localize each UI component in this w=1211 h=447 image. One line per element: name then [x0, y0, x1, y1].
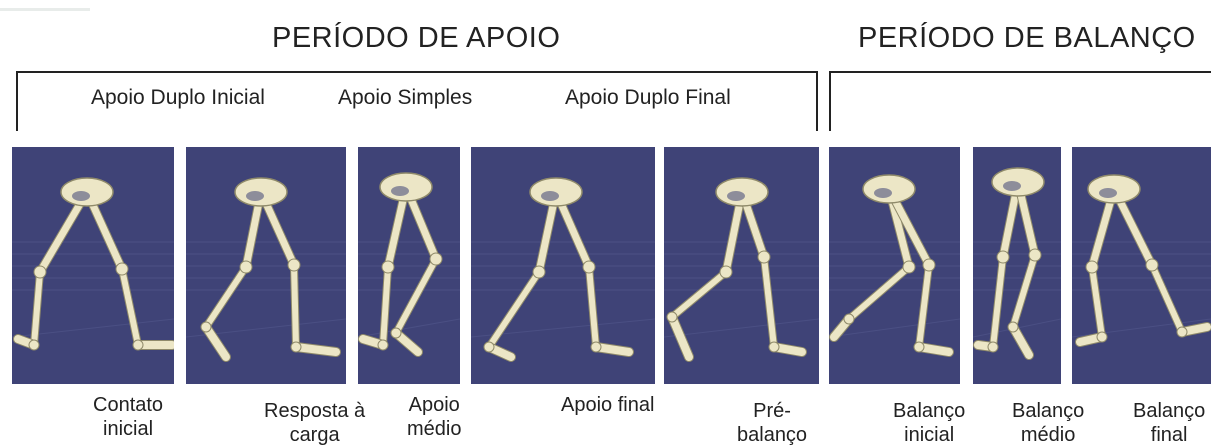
- gait-phase-image-apoio-medio: [358, 147, 460, 384]
- leg-skeleton-icon: [358, 147, 460, 384]
- gait-phase-image-balanco-medio: [973, 147, 1061, 384]
- gait-phase-image-pre-balanco: [664, 147, 819, 384]
- leg-skeleton-icon: [664, 147, 819, 384]
- leg-skeleton-icon: [12, 147, 174, 384]
- phase-label-line-1: Apoio: [407, 393, 461, 417]
- gait-phase-image-contato-inicial: [12, 147, 174, 384]
- phase-label-line-2: inicial: [893, 423, 965, 447]
- leg-skeleton-icon: [186, 147, 346, 384]
- phase-label-line-2: final: [1133, 423, 1205, 447]
- phase-label-line-1: Balanço: [893, 399, 965, 423]
- gait-phase-image-balanco-inicial: [829, 147, 960, 384]
- gait-phase-image-balanco-final: [1072, 147, 1211, 384]
- leg-skeleton-icon: [1072, 147, 1211, 384]
- phase-label-line-2: balanço: [737, 423, 807, 447]
- swing-period-title: PERÍODO DE BALANÇO: [858, 22, 1196, 55]
- top-decoration: [0, 8, 90, 11]
- subphase-double-support-final: Apoio Duplo Final: [565, 86, 731, 110]
- phase-label-line-2: médio: [1012, 423, 1084, 447]
- gait-phase-image-apoio-final: [471, 147, 655, 384]
- phase-label-line-2: inicial: [93, 417, 163, 441]
- gait-phase-image-resposta-carga: [186, 147, 346, 384]
- phase-label-line-2: médio: [407, 417, 461, 441]
- phase-label-apoio-final: Apoio final: [561, 393, 654, 417]
- leg-skeleton-icon: [829, 147, 960, 384]
- phase-label-line-1: Pré-: [737, 399, 807, 423]
- phase-label-line-1: Balanço: [1133, 399, 1205, 423]
- phase-label-pre-balanco: Pré-balanço: [737, 399, 807, 447]
- leg-skeleton-icon: [471, 147, 655, 384]
- stance-period-title: PERÍODO DE APOIO: [272, 22, 560, 55]
- swing-period-bracket: [829, 71, 1211, 131]
- phase-label-line-2: carga: [264, 423, 365, 447]
- phase-label-line-1: Balanço: [1012, 399, 1084, 423]
- subphase-single-support: Apoio Simples: [338, 86, 472, 110]
- phase-label-line-1: Apoio final: [561, 393, 654, 417]
- subphase-double-support-initial: Apoio Duplo Inicial: [91, 86, 265, 110]
- phase-label-line-1: Resposta à: [264, 399, 365, 423]
- phase-label-line-1: Contato: [93, 393, 163, 417]
- leg-skeleton-icon: [973, 147, 1061, 384]
